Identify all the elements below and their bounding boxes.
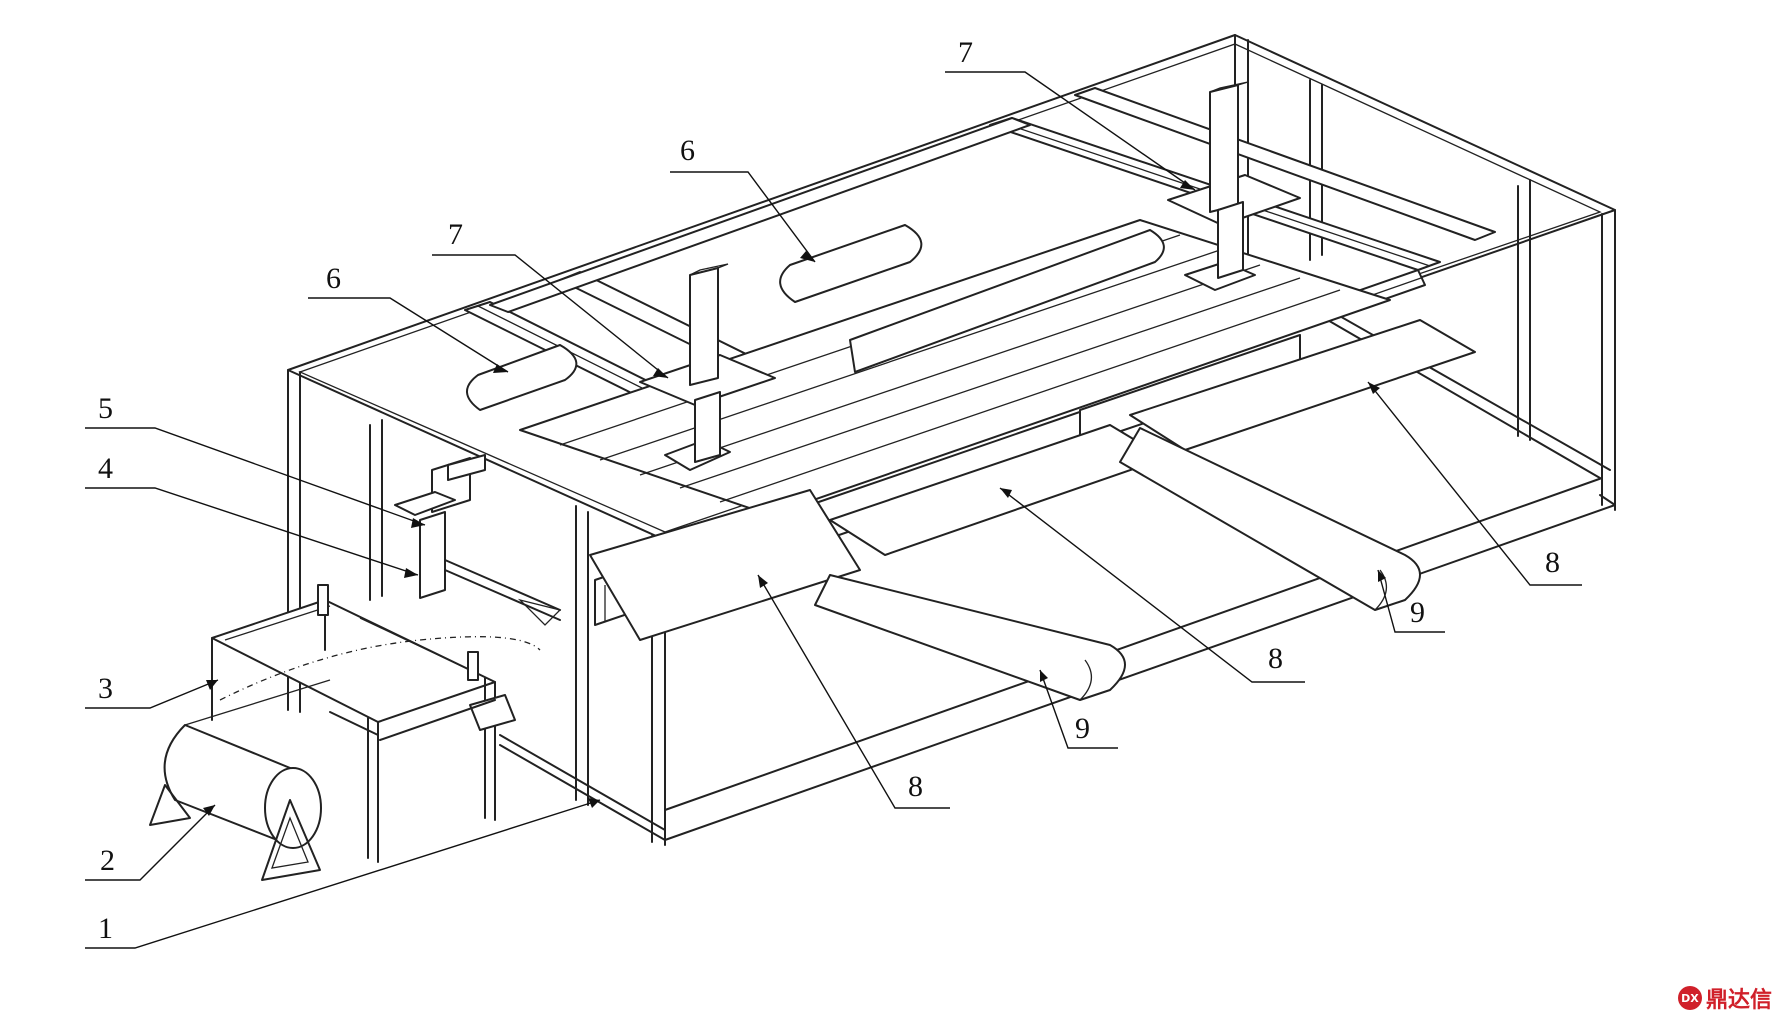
label-8a: 8 <box>908 770 923 803</box>
label-6b: 6 <box>680 134 695 167</box>
leader-lines <box>85 71 1582 949</box>
label-3: 3 <box>98 672 113 705</box>
label-6a: 6 <box>326 262 341 295</box>
label-4: 4 <box>98 452 113 485</box>
conveyor-plates <box>589 319 1476 641</box>
label-8c: 8 <box>1545 546 1560 579</box>
watermark-text: 鼎达信 <box>1705 988 1772 1013</box>
cutter-heads <box>639 81 1301 471</box>
label-5: 5 <box>98 392 113 425</box>
rollers <box>466 224 1165 411</box>
sensor-units <box>394 454 562 626</box>
feed-table <box>211 584 541 863</box>
label-1: 1 <box>98 912 113 945</box>
label-7a: 7 <box>448 218 463 251</box>
watermark: DX 鼎达信 <box>1677 982 1772 1014</box>
conveyor-belts <box>814 427 1421 701</box>
logo-circle-icon: DX <box>1677 986 1702 1010</box>
label-8b: 8 <box>1268 642 1283 675</box>
material-roll <box>149 679 331 881</box>
part-labels: 1 2 3 4 5 6 6 7 7 8 8 8 9 9 <box>98 36 1560 945</box>
label-9a: 9 <box>1075 712 1090 745</box>
label-9b: 9 <box>1410 596 1425 629</box>
label-2: 2 <box>100 844 115 877</box>
label-7b: 7 <box>958 36 973 69</box>
